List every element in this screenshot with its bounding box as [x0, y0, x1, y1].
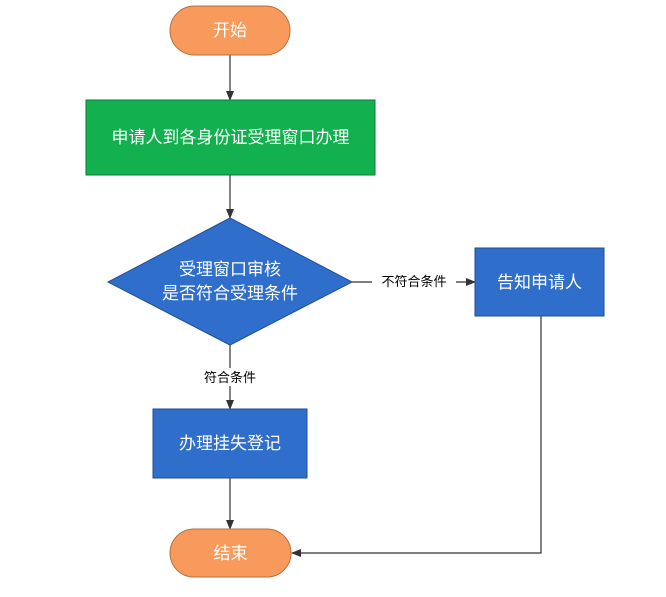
- end-node: 结束: [169, 528, 292, 578]
- review-decision-node: 受理窗口审核 是否符合受理条件: [106, 217, 354, 346]
- edge-label-bg-not-qualified: [372, 272, 456, 290]
- review-decision-shape: [106, 217, 354, 346]
- end-node-label: 结束: [214, 544, 248, 564]
- register-node-shape: [152, 408, 308, 479]
- end-node-shape: [169, 528, 292, 578]
- apply-node: 申请人到各身份证受理窗口办理: [85, 99, 376, 176]
- apply-node-shape: [85, 99, 376, 176]
- notify-node-label: 告知申请人: [497, 273, 582, 293]
- review-decision-line1: 受理窗口审核: [179, 260, 281, 280]
- apply-node-label: 申请人到各身份证受理窗口办理: [112, 128, 350, 148]
- start-node: 开始: [169, 5, 291, 56]
- start-node-shape: [169, 5, 291, 56]
- register-node-label: 办理挂失登记: [179, 434, 281, 454]
- review-decision-line2: 是否符合受理条件: [162, 284, 298, 304]
- edge-label-bg-qualified: [190, 368, 270, 386]
- edge-label-not-qualified: 不符合条件: [381, 274, 446, 290]
- notify-node-shape: [474, 247, 605, 317]
- edge-notify-to-end: [291, 316, 542, 557]
- notify-node: 告知申请人: [474, 247, 605, 317]
- register-node: 办理挂失登记: [152, 408, 308, 479]
- edge-label-qualified: 符合条件: [204, 370, 256, 386]
- start-node-label: 开始: [213, 21, 247, 41]
